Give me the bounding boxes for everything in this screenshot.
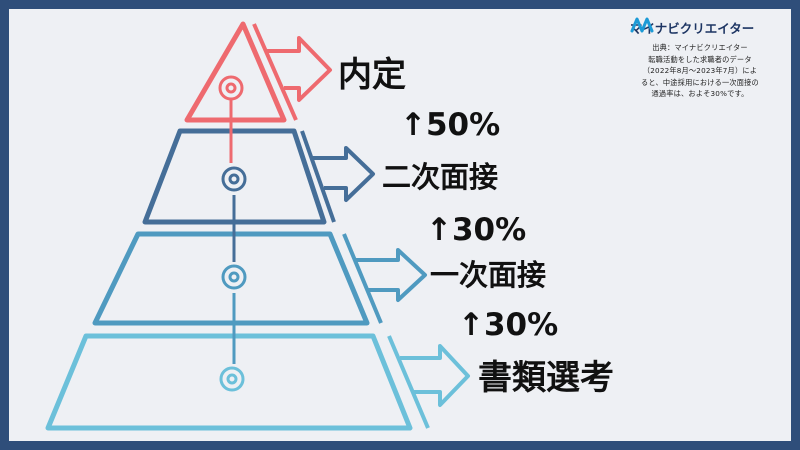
node-shorui bbox=[219, 366, 245, 392]
brand-name: マイナビクリエイター bbox=[630, 20, 755, 36]
tier-outline-ichiji bbox=[92, 231, 370, 326]
source-note-line: （2022年8月〜2023年7月）によ bbox=[642, 66, 758, 75]
guide-line-shorui bbox=[387, 335, 430, 429]
arrow-shorui bbox=[400, 344, 470, 407]
brand-mark-icon bbox=[630, 17, 654, 33]
content-panel bbox=[9, 9, 791, 441]
source-note: 出典：マイナビクリエイター 転職活動をした求職者のデータ （2022年8月〜20… bbox=[612, 42, 788, 100]
node-niji bbox=[221, 166, 247, 192]
stage-label-niji: 二次面接 bbox=[382, 160, 498, 194]
tier-outline-niji bbox=[142, 128, 327, 225]
stage-label-naitei: 内定 bbox=[338, 55, 406, 95]
source-note-line: 転職活動をした求職者のデータ bbox=[648, 54, 752, 64]
node-ichiji bbox=[221, 264, 247, 290]
guide-line-ichiji bbox=[342, 233, 383, 324]
source-note-line: ると、中途採用における一次面接の bbox=[641, 77, 759, 87]
rate-label-shorui-to-ichiji: ↑30% bbox=[458, 307, 558, 343]
stage-label-shorui: 書類選考 bbox=[478, 358, 614, 398]
source-note-line: 出典：マイナビクリエイター bbox=[652, 43, 748, 52]
arrow-niji bbox=[312, 146, 375, 202]
stage-label-ichiji: 一次面接 bbox=[430, 258, 546, 292]
rate-label-ichiji-to-niji: ↑30% bbox=[426, 212, 526, 248]
node-naitei bbox=[218, 75, 244, 101]
source-note-line: 通過率は、およそ30%です。 bbox=[651, 89, 749, 98]
guide-line-niji bbox=[300, 130, 336, 223]
rate-label-niji-to-naitei: ↑50% bbox=[400, 107, 500, 143]
tier-outline-shorui bbox=[45, 333, 413, 431]
tier-outline-naitei bbox=[184, 21, 287, 123]
arrow-naitei bbox=[267, 36, 332, 102]
guide-line-naitei bbox=[252, 23, 298, 121]
brand-logo: マイナビクリエイター bbox=[630, 16, 780, 38]
arrow-ichiji bbox=[356, 248, 427, 302]
